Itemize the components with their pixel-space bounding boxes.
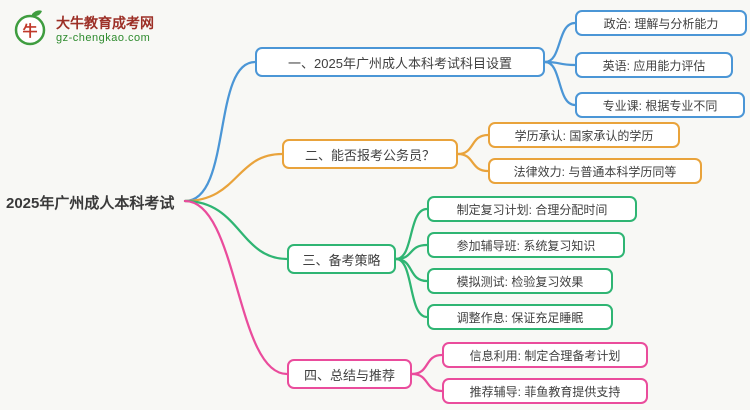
connector [394,243,429,261]
connector [394,207,429,261]
bull-seal-icon: 牛 [10,8,50,53]
connector [394,257,429,319]
child-node: 调整作息: 保证充足睡眠 [427,304,613,330]
connector [456,133,490,156]
svg-text:牛: 牛 [22,22,37,40]
branch-node-2: 二、能否报考公务员？ [282,139,458,169]
connector [543,60,577,107]
connector [410,372,444,393]
child-node: 学历承认: 国家承认的学历 [488,122,680,148]
child-node: 信息利用: 制定合理备考计划 [442,342,648,368]
root-node: 2025年广州成人本科考试 [6,194,175,212]
child-node: 政治: 理解与分析能力 [575,10,747,36]
branch-node-3: 三、备考策略 [287,244,396,274]
child-node: 推荐辅导: 菲鱼教育提供支持 [442,378,648,404]
child-node: 英语: 应用能力评估 [575,52,733,78]
branch-node-1: 一、2025年广州成人本科考试科目设置 [255,47,545,77]
connector [183,199,289,261]
connector [183,60,257,203]
branch-node-4: 四、总结与推荐 [287,359,412,389]
connector [183,152,284,203]
child-node: 专业课: 根据专业不同 [575,92,745,118]
child-node: 制定复习计划: 合理分配时间 [427,196,637,222]
child-node: 模拟测试: 检验复习效果 [427,268,613,294]
connector [394,257,429,283]
connector [183,199,289,376]
connector [410,353,444,376]
connector [543,60,577,67]
site-logo: 牛 大牛教育成考网 gz-chengkao.com [10,8,154,53]
site-name: 大牛教育成考网 [56,14,154,31]
child-node: 参加辅导班: 系统复习知识 [427,232,625,258]
connector [456,152,490,173]
connector [543,21,577,64]
child-node: 法律效力: 与普通本科学历同等 [488,158,702,184]
site-domain: gz-chengkao.com [56,32,151,45]
